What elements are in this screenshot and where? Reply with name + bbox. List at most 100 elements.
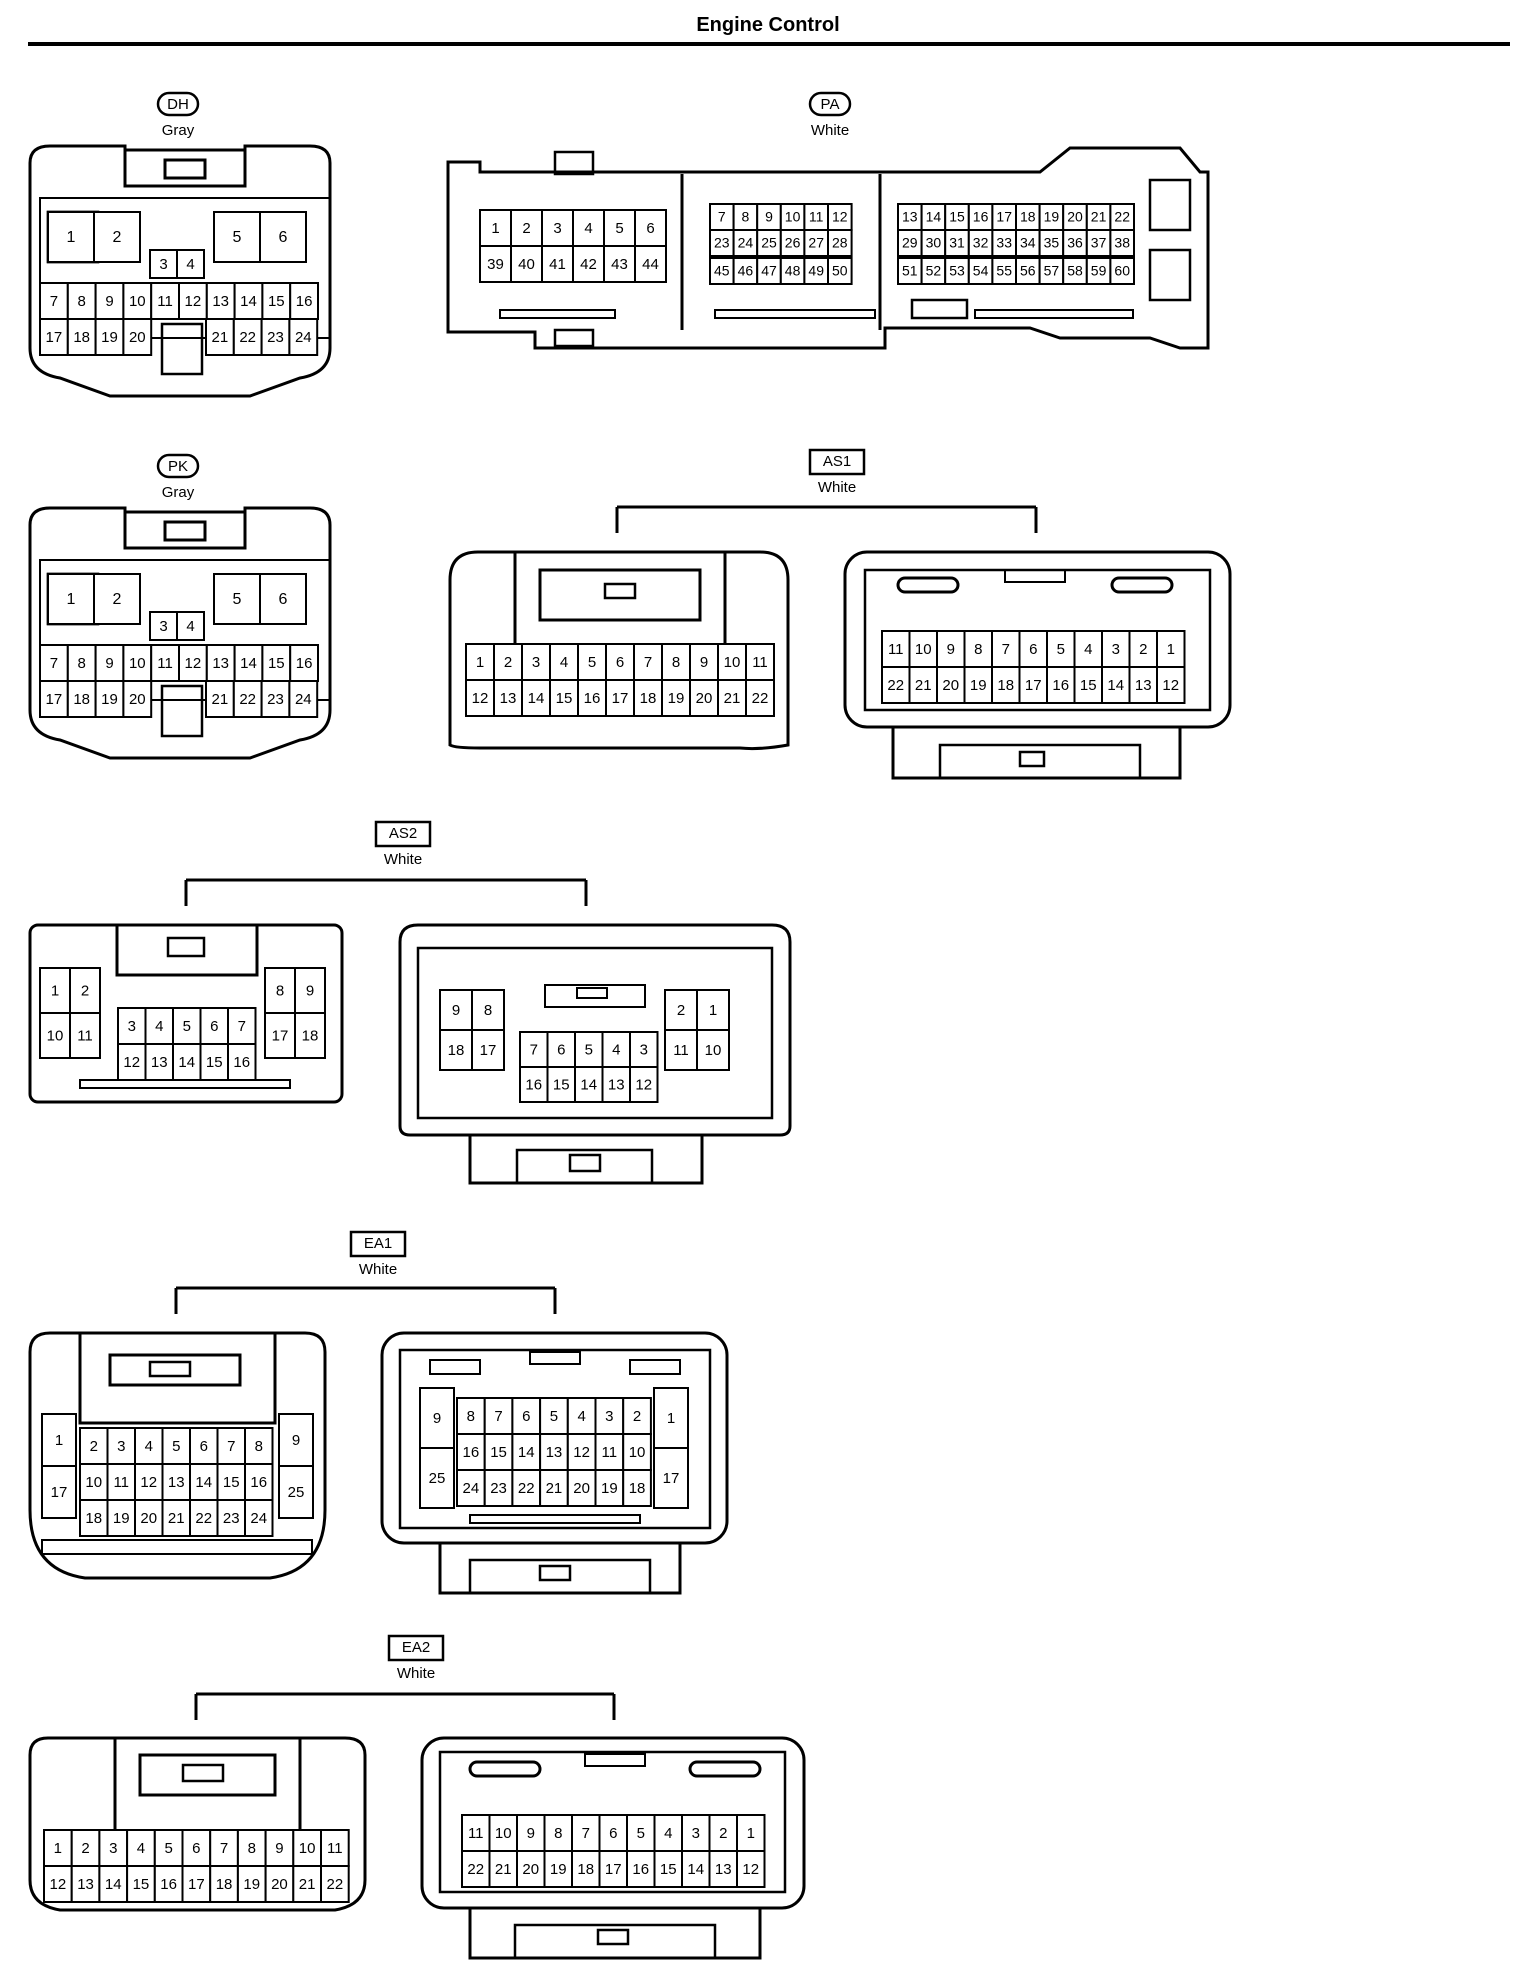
- pin-number: 5: [172, 1438, 180, 1455]
- pin-number: 5: [615, 220, 623, 237]
- housing-outline: [78, 1331, 277, 1425]
- pin-number: 1: [491, 220, 499, 237]
- pin-number: 12: [472, 690, 489, 707]
- pin-box: [98, 1865, 129, 1903]
- pin-cell: 5: [1046, 630, 1076, 668]
- pin-cell: 45: [709, 257, 735, 285]
- pin-number: 7: [50, 293, 58, 310]
- pin-number: 8: [554, 1825, 562, 1842]
- pin-number: 13: [902, 209, 918, 225]
- pin-cell: 22: [1109, 203, 1136, 231]
- pin-number: 12: [832, 209, 848, 225]
- pin-box: [39, 318, 69, 356]
- pin-cell: 7: [39, 644, 69, 682]
- pin-cell: 20: [264, 1865, 295, 1903]
- pin-cell: 11: [69, 1012, 101, 1059]
- pin-number: 19: [668, 690, 685, 707]
- housing-outline: [603, 582, 637, 600]
- pin-cell: 13: [493, 679, 523, 717]
- pin-number: 6: [200, 1438, 208, 1455]
- pin-cell: 36: [1062, 229, 1088, 257]
- pin-cell: 20: [516, 1850, 546, 1888]
- pin-number: 18: [73, 691, 90, 708]
- pin-cell: 18: [209, 1865, 239, 1903]
- pin-cell: 5: [603, 209, 636, 247]
- pin-number: 6: [1029, 641, 1037, 658]
- pin-number: 21: [1091, 209, 1107, 225]
- pin-number: 15: [206, 1054, 223, 1071]
- housing-outline: [468, 1558, 652, 1595]
- pin-number: 15: [133, 1876, 150, 1893]
- pin-box: [209, 1829, 239, 1867]
- housing-outline: [398, 923, 792, 1137]
- pin-cell: 9: [516, 1814, 546, 1852]
- pin-number: 1: [55, 1432, 63, 1449]
- pin-cell: 38: [1109, 229, 1136, 257]
- pin-number: 60: [1114, 263, 1130, 279]
- pin-cell: 18: [622, 1469, 652, 1507]
- pin-box: [213, 573, 261, 625]
- housing-outline: [123, 148, 247, 188]
- pin-number: 20: [522, 1861, 539, 1878]
- pin-number: 12: [140, 1474, 157, 1491]
- pin-cell: 9: [936, 630, 966, 668]
- pin-box: [213, 211, 261, 263]
- pin-cell: 8: [244, 1427, 274, 1465]
- pin-cell: 10: [622, 1433, 652, 1471]
- pin-number: 21: [299, 1876, 316, 1893]
- pin-number: 14: [240, 293, 257, 310]
- pin-number: 12: [1162, 677, 1179, 694]
- pin-cell: 15: [944, 203, 970, 231]
- pin-number: 23: [490, 1480, 507, 1497]
- pin-cell: 2: [664, 989, 698, 1031]
- pin-box: [181, 1829, 212, 1867]
- pin-number: 4: [1084, 641, 1092, 658]
- pin-number: 57: [1044, 263, 1060, 279]
- pin-number: 12: [185, 655, 202, 672]
- pin-number: 14: [178, 1054, 195, 1071]
- pin-cell: 12: [629, 1066, 659, 1103]
- housing-outline: [515, 1148, 654, 1185]
- pin-cell: 14: [920, 203, 947, 231]
- pin-cell: 11: [881, 630, 911, 668]
- pin-number: 6: [616, 654, 624, 671]
- pin-cell: 8: [963, 630, 993, 668]
- pin-number: 18: [629, 1480, 646, 1497]
- pin-number: 14: [240, 655, 257, 672]
- pin-cell: 10: [292, 1829, 322, 1867]
- pin-number: 9: [765, 209, 773, 225]
- pin-cell: 14: [1101, 666, 1131, 704]
- pin-number: 8: [484, 1002, 492, 1019]
- pin-box: [1018, 630, 1048, 668]
- pin-number: 58: [1067, 263, 1083, 279]
- pin-number: 53: [949, 263, 965, 279]
- pin-cell: 24: [732, 229, 759, 257]
- pin-number: 15: [556, 690, 573, 707]
- connector-id-box: [808, 448, 866, 476]
- pin-cell: 11: [320, 1829, 350, 1867]
- pin-number: 20: [573, 1480, 590, 1497]
- pin-number: 29: [902, 235, 918, 251]
- connector-id-box: [349, 1230, 407, 1258]
- pin-number: 1: [709, 1002, 717, 1019]
- connector-id-box: [387, 1634, 445, 1662]
- pin-number: 8: [276, 982, 284, 999]
- pin-cell: 2: [622, 1397, 652, 1435]
- pin-cell: 5: [161, 1427, 191, 1465]
- pin-number: 5: [183, 1018, 191, 1035]
- pin-number: 10: [129, 655, 146, 672]
- pin-box: [827, 257, 853, 285]
- pin-number: 22: [239, 329, 256, 346]
- pin-cell: 15: [216, 1463, 246, 1501]
- pin-number: 35: [1044, 235, 1060, 251]
- pin-number: 18: [448, 1042, 465, 1059]
- pin-number: 14: [195, 1474, 212, 1491]
- pin-box: [320, 1829, 350, 1867]
- pin-number: 21: [495, 1861, 512, 1878]
- pin-number: 4: [560, 654, 568, 671]
- pin-number: 3: [128, 1018, 136, 1035]
- pin-number: 1: [51, 982, 59, 999]
- pin-cell: 14: [574, 1066, 604, 1103]
